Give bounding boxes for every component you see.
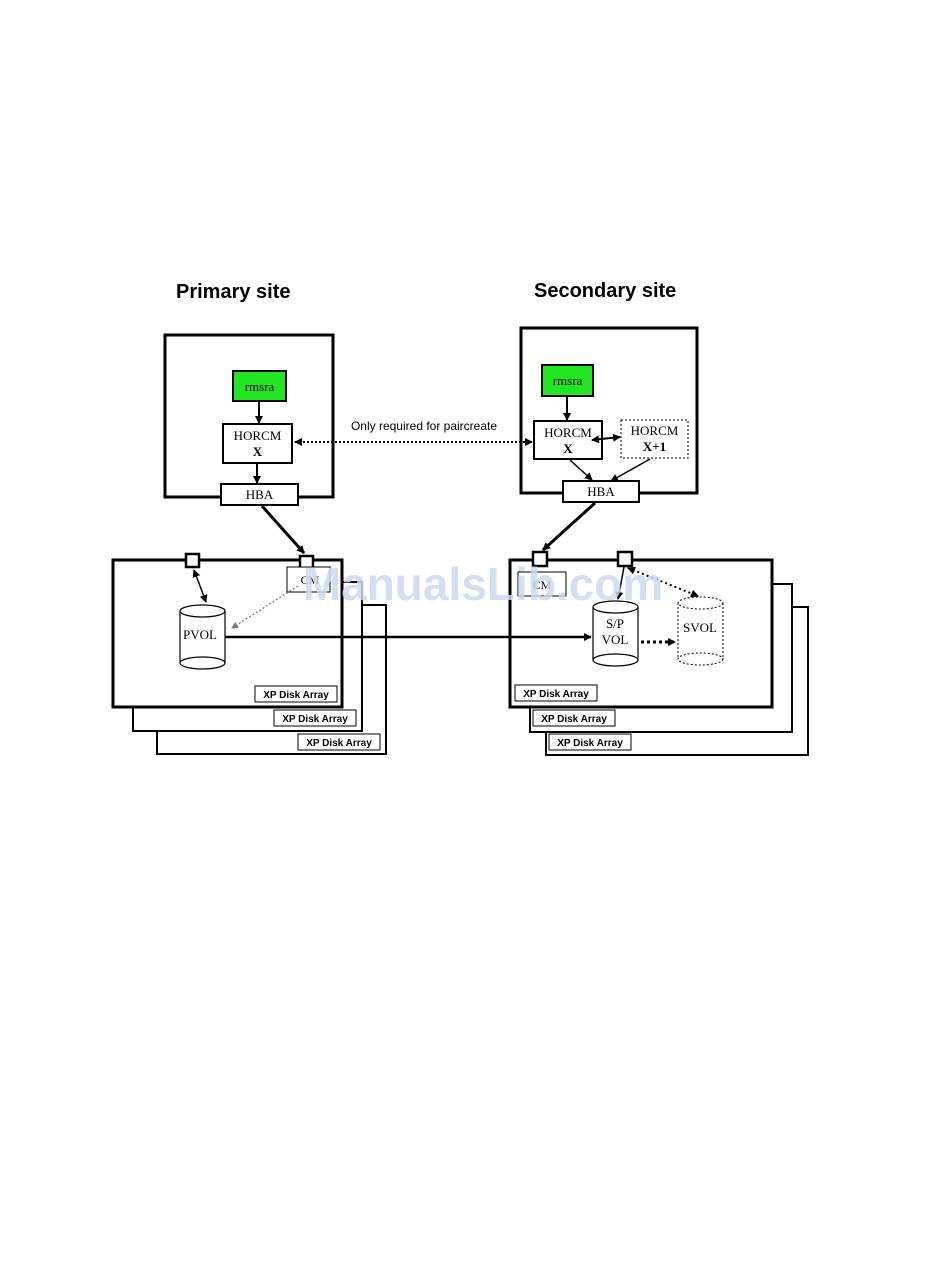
- secondary-site-title: Secondary site: [534, 280, 676, 302]
- secondary-hba-label: HBA: [587, 484, 615, 499]
- primary-host-box: [165, 335, 333, 497]
- primary-hba-label: HBA: [246, 487, 274, 502]
- primary-array-label-3: XP Disk Array: [306, 738, 372, 749]
- secondary-rmsra-label: rmsra: [553, 373, 583, 388]
- secondary-horcm2-line1: HORCM: [631, 423, 679, 438]
- secondary-horcm-line1: HORCM: [544, 425, 592, 440]
- primary-site-title: Primary site: [176, 281, 291, 303]
- secondary-host: rmsra HORCM X HORCM X+1 HBA: [521, 328, 697, 502]
- secondary-array-label-3: XP Disk Array: [557, 738, 623, 749]
- pvol-label: PVOL: [183, 627, 217, 642]
- secondary-array-label-1: XP Disk Array: [523, 689, 589, 700]
- primary-array-label-2: XP Disk Array: [282, 714, 348, 725]
- primary-rmsra-label: rmsra: [245, 379, 275, 394]
- primary-horcm-line2: X: [253, 444, 263, 459]
- secondary-host-box: [521, 328, 697, 493]
- secondary-hba-port-arrow: [543, 503, 595, 550]
- primary-port-1: [186, 554, 199, 567]
- secondary-horcm-line2: X: [563, 441, 573, 456]
- spvol-label-line2: VOL: [602, 632, 629, 647]
- secondary-horcm2-line2: X+1: [643, 439, 666, 454]
- svol-label: SVOL: [683, 620, 717, 635]
- primary-horcm-line1: HORCM: [234, 428, 282, 443]
- primary-hba-port-arrow: [262, 506, 304, 553]
- secondary-array-label-2: XP Disk Array: [541, 714, 607, 725]
- watermark: ManualsLib.com: [303, 558, 663, 610]
- link-label: Only required for paircreate: [351, 419, 497, 433]
- primary-array-label-1: XP Disk Array: [263, 690, 329, 701]
- primary-host: rmsra HORCM X HBA: [165, 335, 333, 505]
- spvol-label-line1: S/P: [606, 616, 624, 631]
